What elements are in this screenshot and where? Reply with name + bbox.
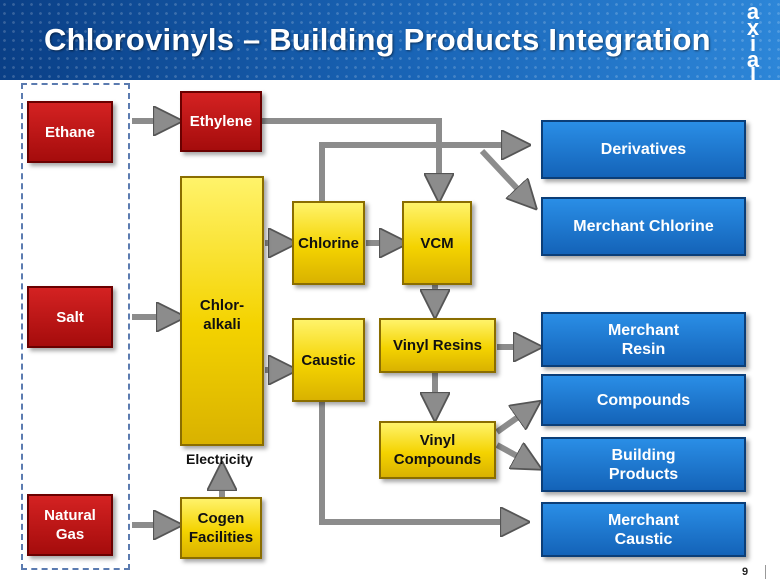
ethylene-box: Ethylene: [180, 91, 262, 152]
header-bar: Chlorovinyls – Building Products Integra…: [0, 0, 780, 103]
caustic-box: Caustic: [292, 318, 365, 402]
building-products-label: Building Products: [608, 446, 679, 483]
cogen-facilities-label: Cogen Facilities: [188, 510, 254, 546]
ethane-box: Ethane: [27, 101, 113, 163]
ethylene-label: Ethylene: [189, 113, 253, 130]
page-title: Chlorovinyls – Building Products Integra…: [44, 22, 711, 57]
vcm-label: VCM: [420, 234, 454, 252]
logo-letter: a: [746, 0, 760, 24]
merchant-resin-box: Merchant Resin: [541, 312, 746, 367]
merchant-chlorine-label: Merchant Chlorine: [573, 218, 714, 235]
vinyl-resins-label: Vinyl Resins: [393, 337, 482, 354]
raw-materials-group: [21, 83, 130, 570]
vcm-box: VCM: [402, 201, 472, 285]
arrow-vcompounds-building: [495, 445, 528, 462]
merchant-chlorine-box: Merchant Chlorine: [541, 197, 746, 256]
page-number: 9: [742, 566, 749, 578]
logo-letter: i: [749, 31, 757, 56]
logo-letter: l: [749, 79, 757, 104]
natural-gas-box: Natural Gas: [27, 494, 113, 556]
caustic-label: Caustic: [301, 351, 356, 369]
arrow-chlorine-derivatives: [319, 145, 515, 201]
arrow-caustic-merchant-caustic: [319, 402, 514, 522]
compounds-label: Compounds: [596, 391, 691, 409]
natural-gas-label: Natural Gas: [44, 507, 96, 543]
logo-letter: x: [746, 15, 760, 40]
chlorine-box: Chlorine: [292, 201, 365, 285]
chlor-alkali-label: Chlor-alkali: [199, 297, 245, 333]
chlorine-label: Chlorine: [298, 234, 359, 252]
page-number-divider: [765, 565, 766, 579]
company-logo: a x i a l l: [733, 0, 773, 104]
vinyl-compounds-label: Vinyl Compounds: [393, 432, 482, 468]
arrow-vcompounds-compounds: [495, 410, 528, 435]
vinyl-resins-box: Vinyl Resins: [379, 318, 496, 373]
merchant-resin-label: Merchant Resin: [607, 321, 680, 358]
logo-letter: a: [746, 47, 760, 72]
compounds-box: Compounds: [541, 374, 746, 426]
arrow-to-merchant-chlorine: [479, 148, 526, 198]
ethane-label: Ethane: [44, 123, 95, 141]
derivatives-label: Derivatives: [600, 141, 687, 158]
salt-label: Salt: [56, 308, 84, 326]
arrow-ethylene-vcm: [262, 118, 439, 187]
salt-box: Salt: [27, 286, 113, 348]
merchant-caustic-box: Merchant Caustic: [541, 502, 746, 557]
vinyl-compounds-box: Vinyl Compounds: [379, 421, 496, 479]
building-products-box: Building Products: [541, 437, 746, 492]
logo-letter: l: [749, 63, 757, 88]
derivatives-box: Derivatives: [541, 120, 746, 179]
merchant-caustic-label: Merchant Caustic: [607, 511, 680, 548]
chlor-alkali-box: Chlor-alkali: [180, 176, 264, 446]
electricity-label: Electricity: [186, 451, 253, 467]
cogen-facilities-box: Cogen Facilities: [180, 497, 262, 559]
header-pattern: [0, 0, 780, 80]
